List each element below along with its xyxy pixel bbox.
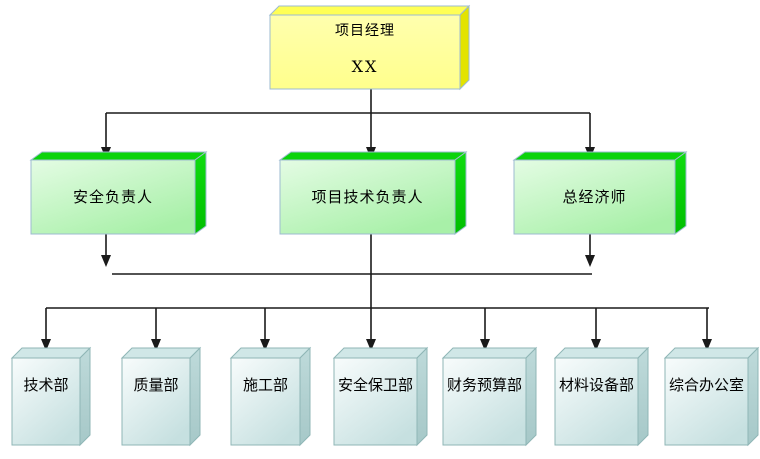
node-safety-officer[interactable]: 安全负责人 — [31, 160, 195, 234]
connector-lines — [45, 89, 709, 339]
node-dept-construction[interactable]: 施工部 — [231, 358, 300, 445]
node-shape-safety-officer[interactable] — [29, 151, 208, 235]
arrowhead-icon — [41, 339, 51, 351]
node-chief-economist[interactable]: 总经济师 — [514, 160, 675, 234]
node-shape-dept-construction[interactable] — [229, 346, 312, 447]
node-shape-dept-general-office[interactable] — [663, 346, 760, 447]
node-technical-officer-label: 项目技术负责人 — [311, 187, 424, 206]
node-shape-project-manager[interactable] — [268, 4, 471, 91]
node-dept-technology-label: 技术部 — [23, 376, 69, 394]
node-dept-security-label: 安全保卫部 — [337, 376, 413, 394]
arrowhead-icon — [151, 339, 161, 351]
node-dept-technology[interactable]: 技术部 — [12, 358, 80, 445]
arrowhead-icon — [260, 339, 270, 351]
node-dept-quality-label: 质量部 — [133, 376, 179, 394]
node-dept-general-office-label: 综合办公室 — [668, 376, 744, 394]
node-dept-quality[interactable]: 质量部 — [122, 358, 190, 445]
node-dept-materials-equipment[interactable]: 材料设备部 — [555, 358, 638, 445]
node-project-manager-name: XX — [351, 56, 379, 76]
node-dept-general-office[interactable]: 综合办公室 — [665, 358, 748, 445]
node-shape-technical-officer[interactable] — [278, 151, 468, 235]
node-dept-construction-label: 施工部 — [242, 376, 288, 394]
arrowhead-icon — [366, 339, 376, 351]
arrowhead-icon — [702, 339, 712, 351]
arrowhead-icon — [591, 339, 601, 351]
node-shape-dept-technology[interactable] — [10, 346, 92, 447]
node-safety-officer-label: 安全负责人 — [72, 187, 153, 206]
arrowhead-icon — [101, 255, 111, 267]
node-dept-security[interactable]: 安全保卫部 — [334, 358, 417, 445]
node-shape-dept-materials-equipment[interactable] — [553, 346, 650, 447]
node-shape-chief-economist[interactable] — [512, 151, 688, 235]
node-project-manager[interactable]: 项目经理 XX — [270, 15, 460, 89]
node-project-manager-title: 项目经理 — [335, 23, 395, 39]
arrowhead-icon — [585, 255, 595, 267]
node-shape-dept-finance-budget[interactable] — [441, 346, 538, 447]
arrowhead-icon — [480, 339, 490, 351]
node-shape-dept-quality[interactable] — [120, 346, 202, 447]
node-dept-finance-budget[interactable]: 财务预算部 — [443, 358, 526, 445]
node-dept-finance-budget-label: 财务预算部 — [446, 376, 522, 394]
node-dept-materials-equipment-label: 材料设备部 — [558, 376, 634, 394]
node-technical-officer[interactable]: 项目技术负责人 — [280, 160, 455, 234]
node-shape-dept-security[interactable] — [332, 346, 429, 447]
node-chief-economist-label: 总经济师 — [562, 187, 627, 206]
